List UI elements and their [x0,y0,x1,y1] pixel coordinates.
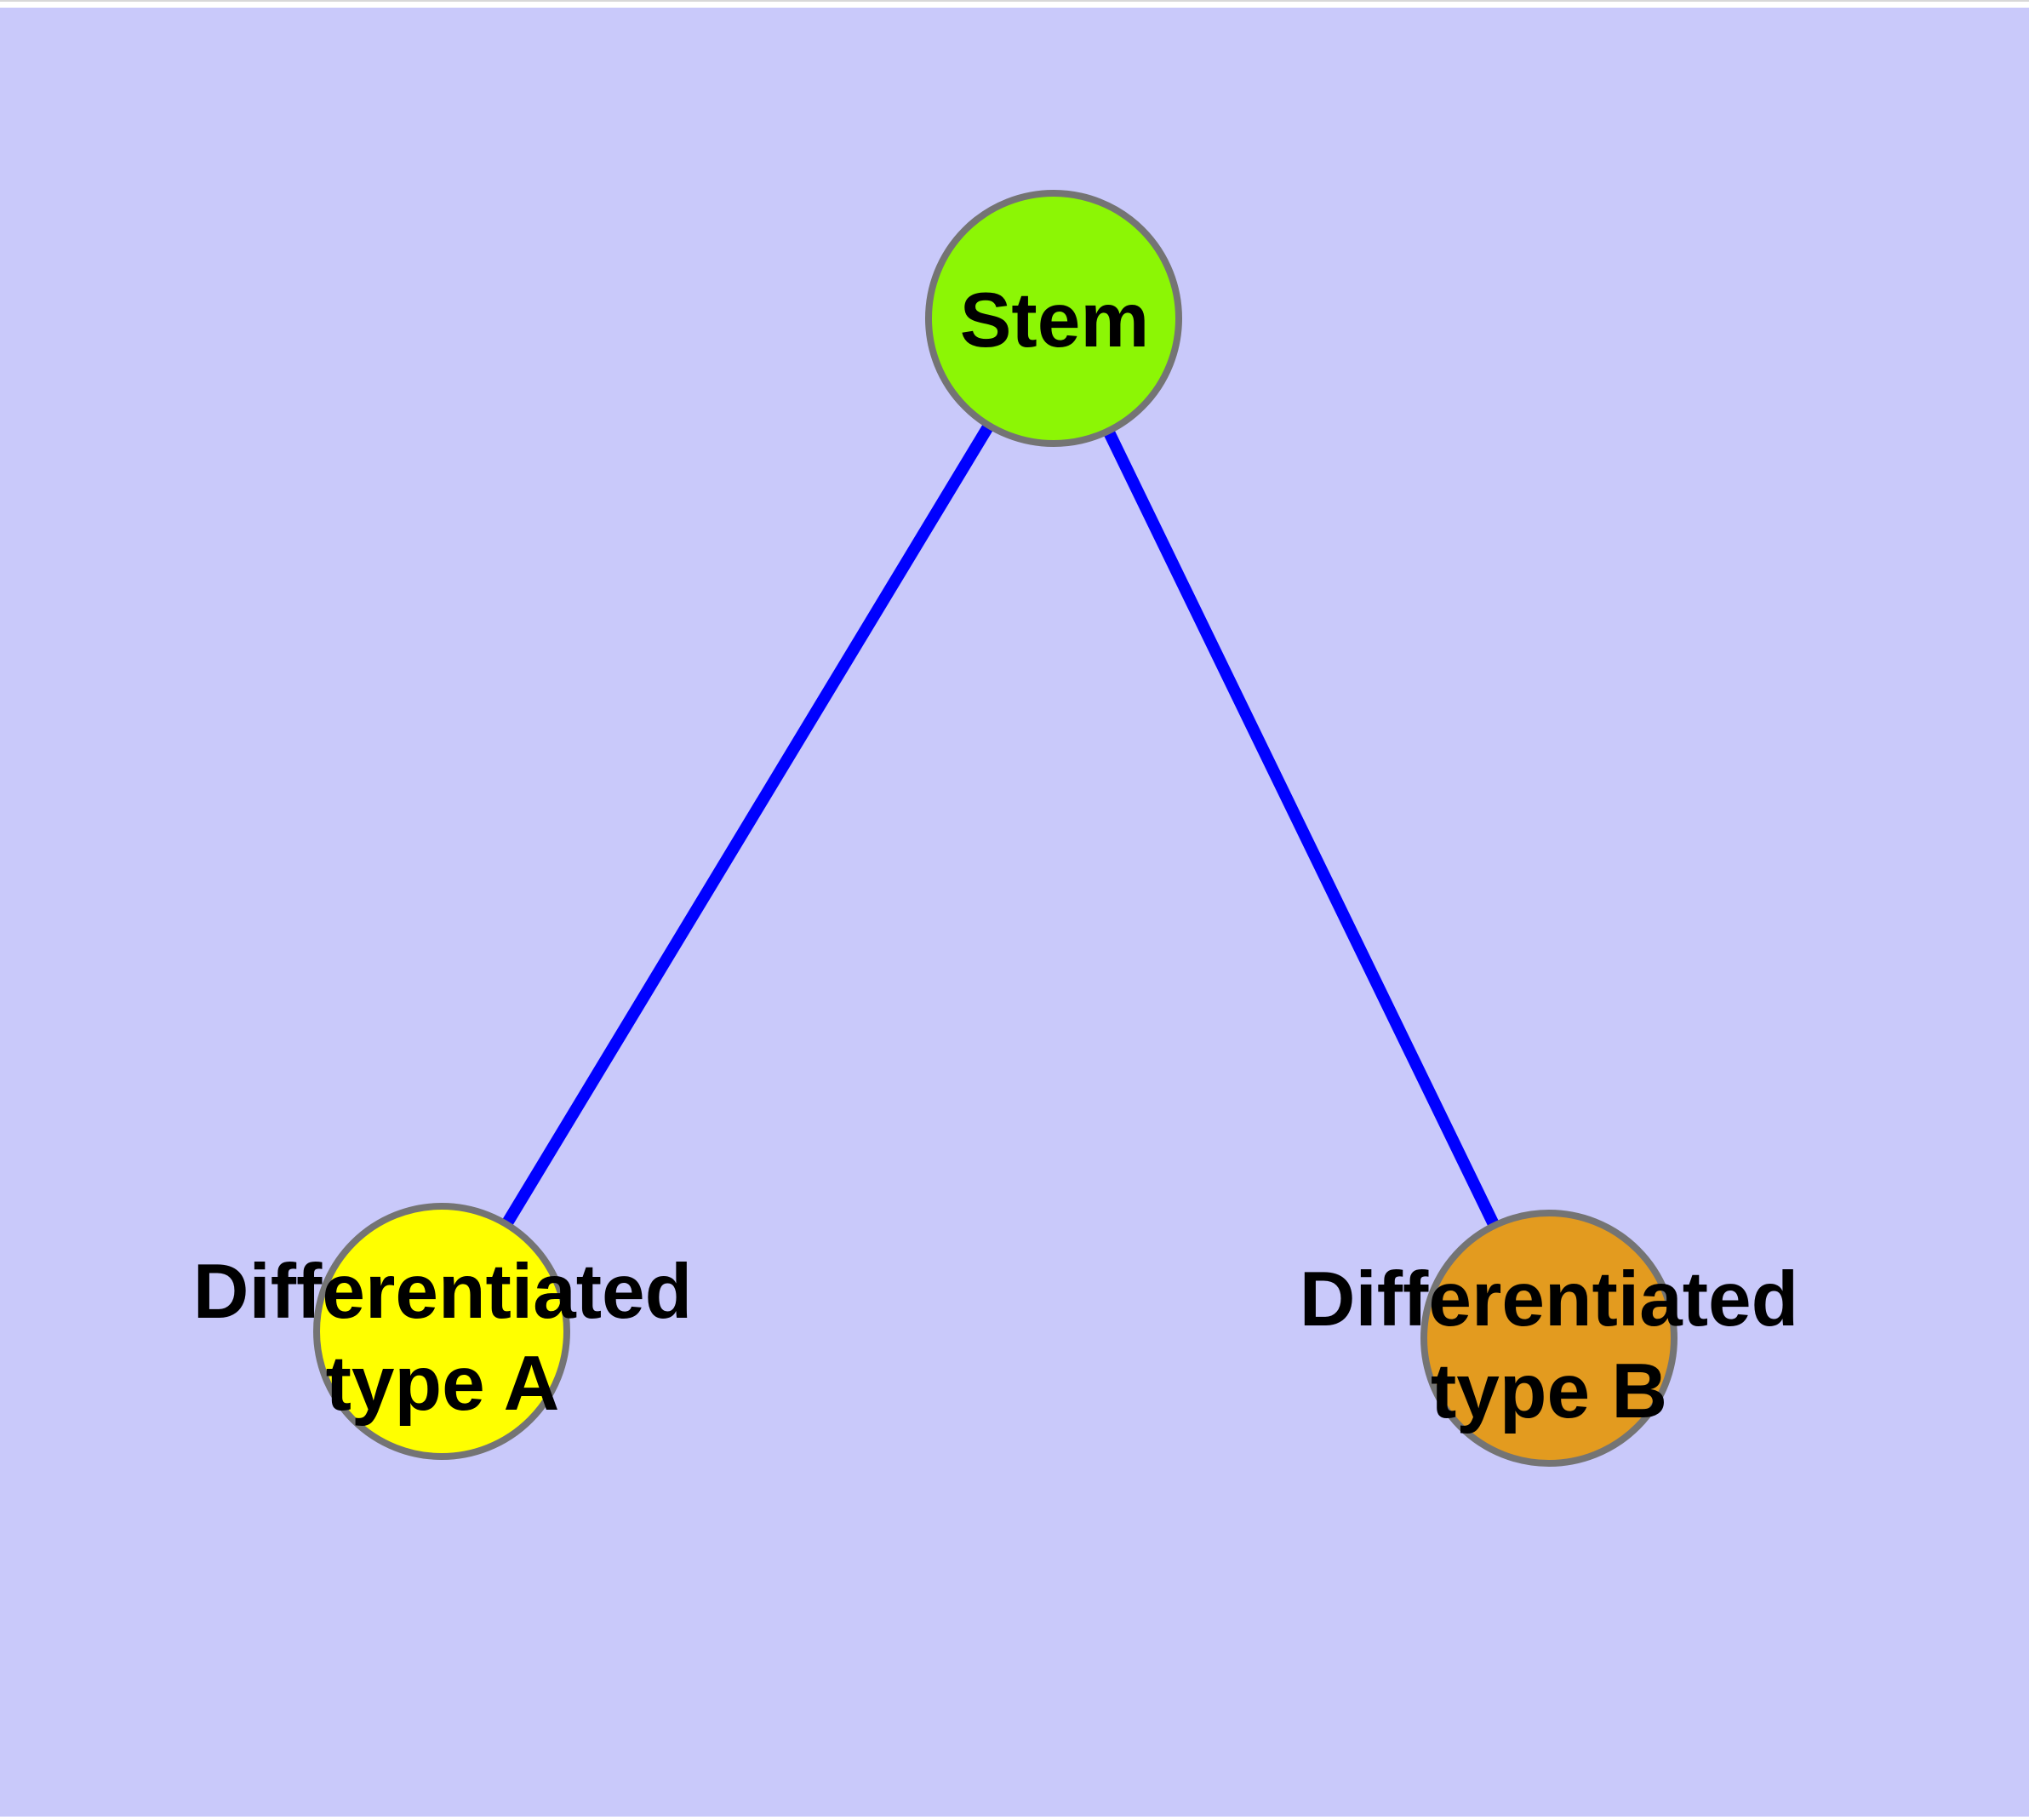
edge-stem-to-type-b [1048,315,1555,1342]
node-type-b [1420,1210,1677,1467]
edge-stem-to-type-a [437,315,1059,1335]
node-type-b-label-line1: Differentiated [1300,1256,1799,1342]
top-hairline [0,0,2029,2]
node-type-a-label-line2: type A [326,1341,560,1427]
node-stem-label: Stem [960,278,1150,363]
node-stem [925,190,1182,447]
node-type-a-label-line1: Differentiated [193,1249,693,1335]
node-type-a [313,1203,570,1460]
node-type-b-label-line2: type B [1431,1348,1667,1434]
